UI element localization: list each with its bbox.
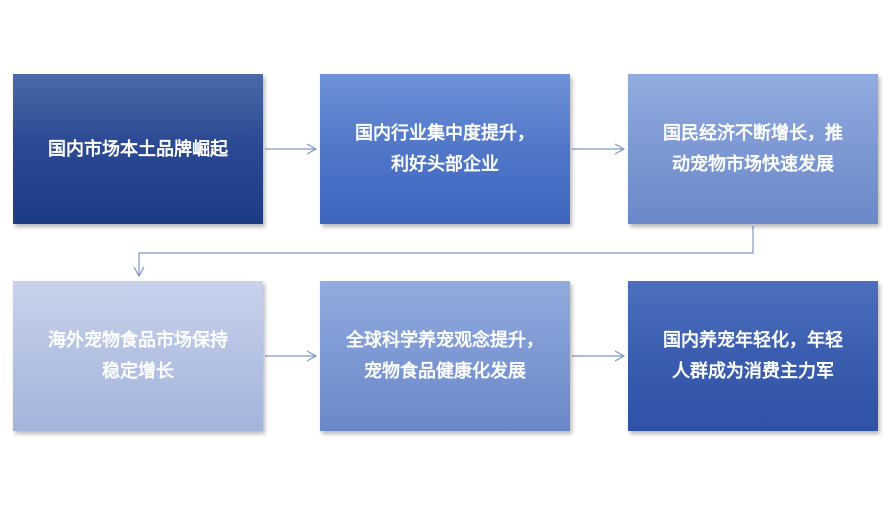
step-label-1: 国内市场本土品牌崛起 [48, 138, 228, 160]
step-box-5: 全球科学养宠观念提升， 宠物食品健康化发展 [320, 281, 570, 431]
step-box-2: 国内行业集中度提升， 利好头部企业 [320, 74, 570, 224]
step-box-3: 国民经济不断增长，推 动宠物市场快速发展 [628, 74, 878, 224]
step-label-4: 海外宠物食品市场保持 稳定增长 [48, 330, 228, 382]
step-box-4: 海外宠物食品市场保持 稳定增长 [13, 281, 263, 431]
step-label-3: 国民经济不断增长，推 动宠物市场快速发展 [663, 123, 843, 175]
step-label-5: 全球科学养宠观念提升， 宠物食品健康化发展 [346, 330, 544, 382]
step-label-6: 国内养宠年轻化，年轻 人群成为消费主力军 [663, 330, 843, 382]
step-label-2: 国内行业集中度提升， 利好头部企业 [355, 123, 535, 175]
step-box-1: 国内市场本土品牌崛起 [13, 74, 263, 224]
step-box-6: 国内养宠年轻化，年轻 人群成为消费主力军 [628, 281, 878, 431]
arrow-step3-to-step4 [133, 226, 754, 278]
